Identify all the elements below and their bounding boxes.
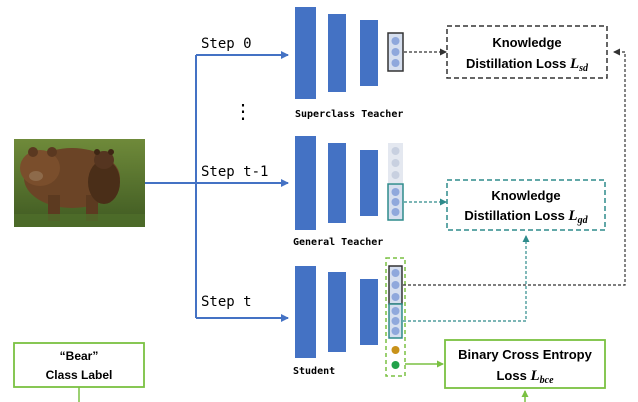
step-t-1-label: Step t-1 [201, 164, 268, 180]
kd-loss-gd-box: Knowledge Distillation Loss Lgd [446, 179, 606, 231]
step-0-label: Step 0 [201, 36, 252, 52]
class-label-line1: “Bear” [60, 349, 99, 363]
kd-loss-sd-line1: Knowledge [492, 35, 561, 50]
ellipsis-label: ⋮ [233, 101, 253, 123]
output-node [391, 37, 400, 45]
layer-bar [295, 7, 316, 99]
output-node [391, 188, 400, 196]
layer-bar [360, 279, 378, 345]
output-node [391, 208, 400, 216]
output-node [391, 327, 400, 335]
step-t-label: Step t [201, 294, 252, 310]
output-node [391, 198, 400, 206]
output-node [391, 269, 400, 277]
output-node [391, 48, 400, 56]
student-output-dashed-box [385, 257, 406, 377]
class-label-box: “Bear” Class Label [13, 342, 145, 402]
class-label-line2: Class Label [46, 368, 113, 382]
superclass-teacher-network [295, 7, 404, 99]
bce-loss-line2: Loss Lbce [496, 368, 554, 386]
bce-loss-line1: Binary Cross Entropy [458, 347, 592, 362]
layer-bar [328, 272, 346, 352]
bce-loss-box: Binary Cross Entropy Loss Lbce [444, 339, 606, 389]
bear-image [14, 139, 145, 227]
output-node [391, 159, 400, 167]
loss-connectors [403, 48, 626, 402]
kd-loss-sd-box: Knowledge Distillation Loss Lsd [446, 25, 608, 79]
output-node [391, 147, 400, 155]
output-node-new-class [391, 361, 400, 369]
output-node [391, 307, 400, 315]
layer-bar [360, 20, 378, 86]
student-network [295, 257, 406, 377]
output-node [391, 317, 400, 325]
output-node [391, 293, 400, 301]
input-arrows [145, 51, 289, 322]
kd-loss-gd-line1: Knowledge [491, 188, 560, 203]
kd-loss-sd-line2: Distillation Loss Lsd [466, 56, 589, 74]
output-node [391, 171, 400, 179]
student-label: Student [293, 366, 335, 377]
layer-bar [360, 150, 378, 216]
layer-bar [295, 266, 316, 358]
general-teacher-label: General Teacher [293, 237, 383, 248]
output-node [391, 281, 400, 289]
layer-bar [295, 136, 316, 230]
general-teacher-network [295, 136, 404, 230]
output-node-new-class [391, 346, 400, 354]
superclass-teacher-label: Superclass Teacher [295, 109, 403, 120]
layer-bar [328, 14, 346, 92]
kd-loss-gd-line2: Distillation Loss Lgd [464, 208, 588, 226]
output-node [391, 59, 400, 67]
layer-bar [328, 143, 346, 223]
